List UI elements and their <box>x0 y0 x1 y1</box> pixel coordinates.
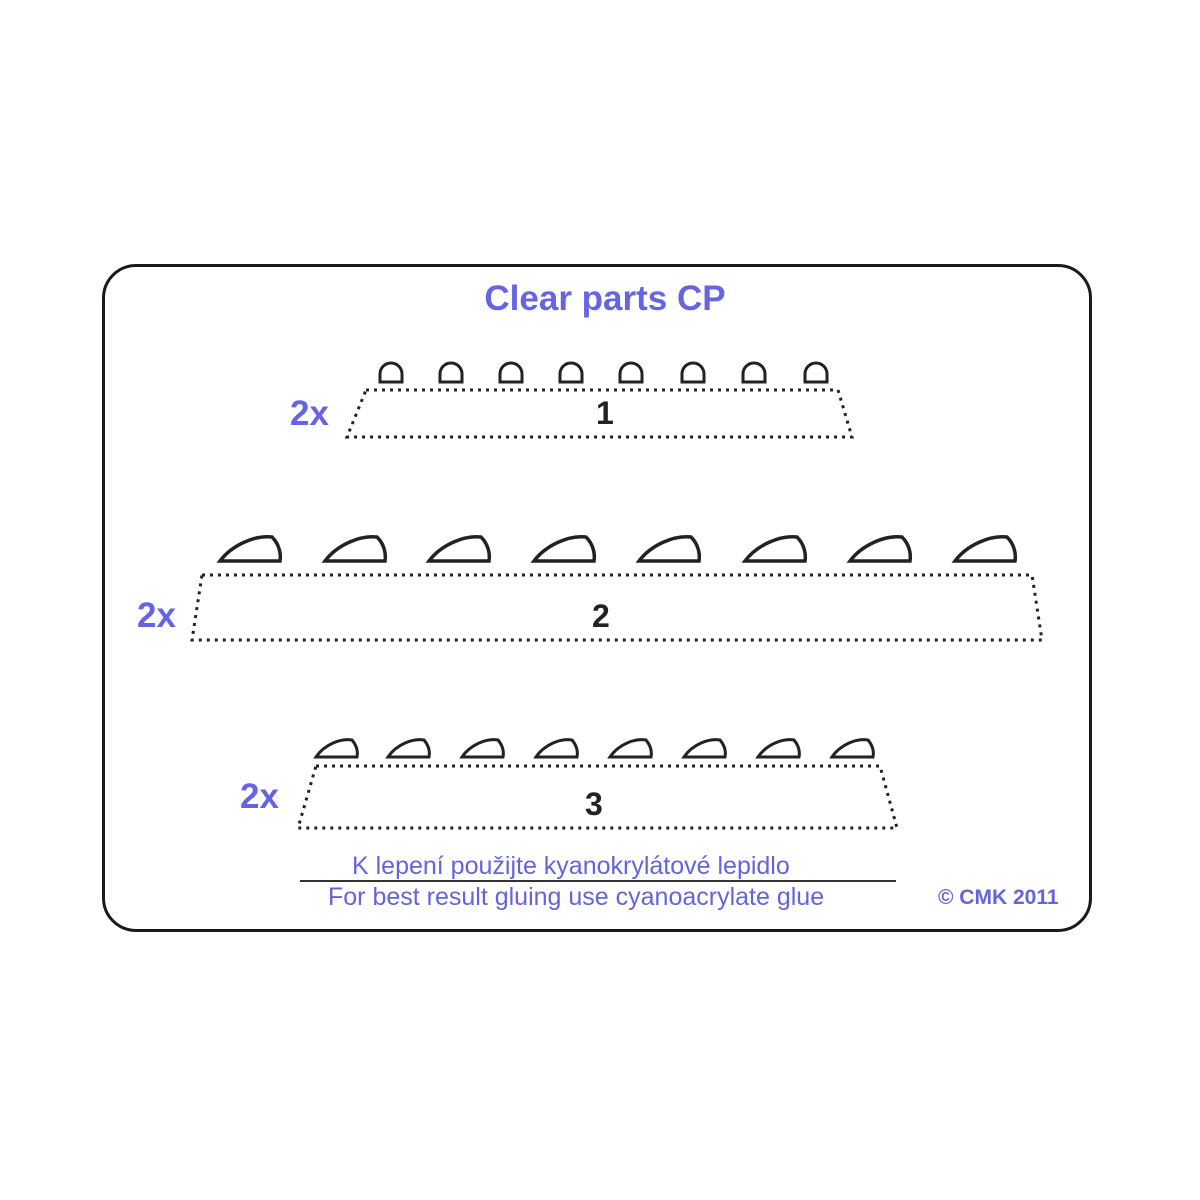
note-czech: K lepení použijte kyanokrylátové lepidlo <box>352 852 790 880</box>
instruction-card <box>102 264 1092 932</box>
copyright-label: © CMK 2011 <box>938 886 1059 909</box>
part-1-frame <box>344 388 855 439</box>
part-2-quantity: 2x <box>137 596 176 635</box>
sheet-title: Clear parts CP <box>484 279 726 318</box>
part-3-frame <box>296 764 899 830</box>
part-3-quantity: 2x <box>240 777 279 816</box>
part-3-number: 3 <box>585 786 603 822</box>
note-english: For best result gluing use cyanoacrylate… <box>328 883 825 911</box>
note-divider <box>300 880 896 882</box>
part-2-number: 2 <box>592 598 610 634</box>
part-3-canopies <box>313 738 875 759</box>
part-2-frame <box>190 573 1044 642</box>
part-1-canopies <box>378 361 829 384</box>
part-1-number: 1 <box>596 395 614 431</box>
part-1-quantity: 2x <box>290 394 329 433</box>
part-2-canopies <box>216 535 1018 563</box>
